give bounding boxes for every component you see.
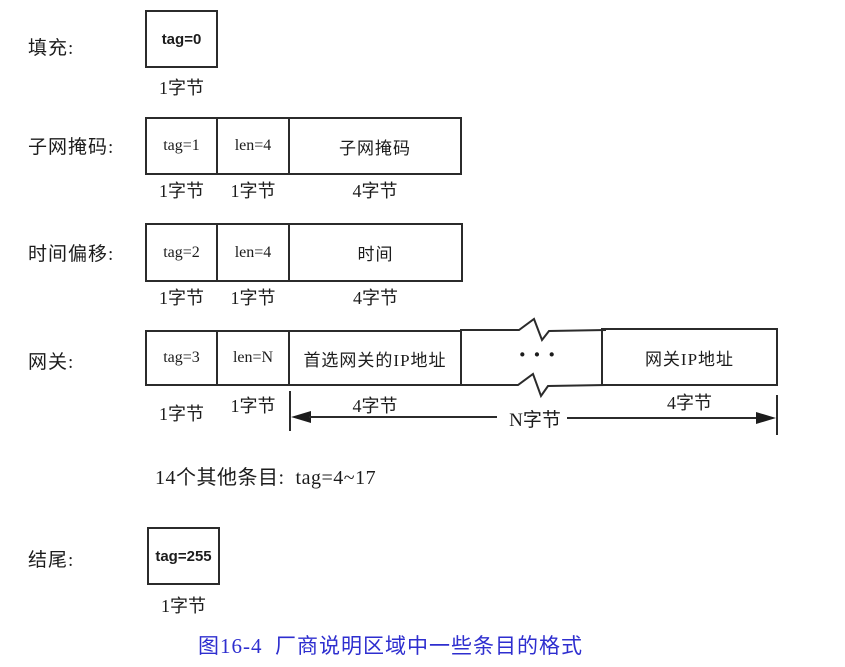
time-tag-cell: tag=2 [145, 223, 218, 282]
row-label-gateway: 网关: [28, 352, 75, 373]
gateway-bytes1-label: 1字节 [159, 404, 204, 424]
gateway-bytes2-label: 1字节 [230, 396, 276, 416]
break-zigzag-lines [460, 317, 606, 399]
row-label-time: 时间偏移: [28, 244, 115, 265]
row-label-end: 结尾: [28, 550, 75, 571]
time-bytes3-label: 4字节 [353, 288, 398, 308]
subnet-len-cell: len=4 [216, 117, 290, 175]
figure-caption: 图16-4 厂商说明区域中一些条目的格式 [198, 634, 583, 658]
gateway-last-ip-cell: 网关IP地址 [601, 328, 778, 386]
end-tag-cell: tag=255 [147, 527, 220, 585]
time-len-cell: len=4 [216, 223, 290, 282]
end-bytes1-label: 1字节 [161, 596, 206, 616]
gateway-first-ip-cell: 首选网关的IP地址 [288, 330, 462, 386]
ellipsis-dots: ··· [517, 340, 562, 369]
subnet-bytes2-label: 1字节 [230, 181, 276, 201]
n-bytes-arrow [289, 391, 778, 435]
gateway-bytes3-label: 4字节 [352, 396, 398, 416]
time-bytes2-label: 1字节 [230, 288, 276, 308]
subnet-bytes3-label: 4字节 [352, 181, 398, 201]
gateway-bytes4-label: 4字节 [667, 393, 712, 413]
other-entries-note: 14个其他条目: tag=4~17 [155, 467, 377, 489]
padding-tag-cell: tag=0 [145, 10, 218, 68]
gateway-tag-cell: tag=3 [145, 330, 218, 386]
gateway-len-cell: len=N [216, 330, 290, 386]
time-bytes1-label: 1字节 [159, 288, 204, 308]
subnet-value-cell: 子网掩码 [288, 117, 462, 175]
row-label-padding: 填充: [28, 38, 75, 59]
row-label-subnet: 子网掩码: [28, 137, 115, 158]
subnet-tag-cell: tag=1 [145, 117, 218, 175]
time-value-cell: 时间 [288, 223, 463, 282]
subnet-bytes1-label: 1字节 [159, 181, 204, 201]
n-bytes-span-label: N字节 [509, 410, 561, 431]
padding-bytes1-label: 1字节 [159, 78, 204, 98]
